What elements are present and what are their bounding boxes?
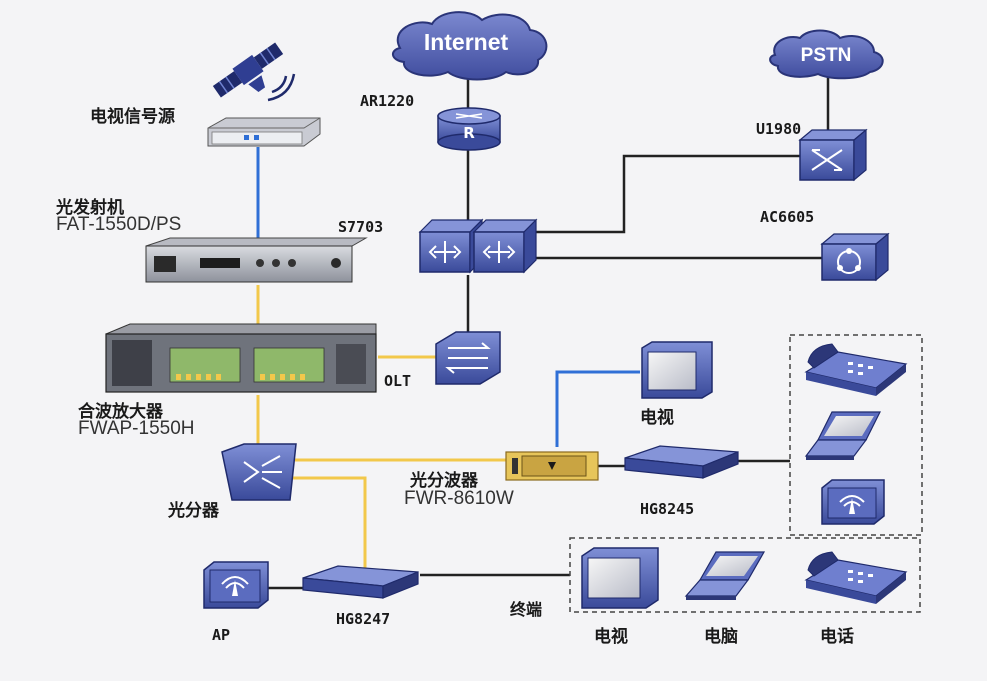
tv-top-device — [641, 341, 713, 399]
signal-waves-icon — [267, 73, 296, 102]
laptop-bottom-device — [684, 551, 766, 600]
hg8247-label: HG8247 — [336, 610, 391, 628]
ap-label: AP — [212, 626, 231, 644]
amplifier-model-label: FWAP-1550H — [78, 418, 195, 439]
optical-transmitter-device — [145, 237, 368, 283]
u1980-label: U1980 — [756, 120, 802, 138]
links — [256, 62, 830, 590]
s7703-label: S7703 — [338, 218, 384, 236]
hg8247-device — [302, 565, 419, 599]
optical-splitter-device — [221, 443, 297, 501]
tv-bottom-device — [581, 547, 659, 609]
tv-top-label: 电视 — [640, 408, 674, 428]
pstn-label: PSTN — [801, 45, 852, 66]
ac6605-device — [820, 232, 890, 282]
olt-label: OLT — [384, 372, 412, 390]
phone-bottom-device — [804, 551, 908, 604]
ac6605-label: AC6605 — [760, 208, 815, 226]
splitter-label: 光分器 — [168, 501, 219, 521]
tv-source-label: 电视信号源 — [90, 107, 175, 127]
terminal-label: 终端 — [510, 600, 543, 619]
internet-label: Internet — [424, 29, 509, 55]
link-wdm-tv — [555, 370, 640, 447]
wdm-label: 光分波器 — [410, 471, 478, 491]
tv-bottom-label: 电视 — [594, 627, 628, 647]
amplifier-device — [105, 323, 377, 393]
laptop-group1-icon — [804, 411, 881, 460]
olt-device — [435, 331, 501, 385]
ap-device — [203, 561, 269, 609]
phone-group1-icon — [804, 343, 908, 396]
wdm-device — [505, 451, 599, 481]
ap-group1-icon — [821, 479, 885, 525]
transmitter-label: 光发射机 — [56, 198, 124, 218]
link-s7703-u1980 — [535, 154, 800, 234]
internet-cloud: Internet — [392, 11, 548, 81]
u1980-device — [798, 128, 868, 182]
tv-signal-source-device — [207, 117, 321, 147]
transmitter-model-label: FAT-1550D/PS — [56, 214, 182, 235]
router-mark: R — [463, 124, 475, 142]
satellite-icon — [212, 42, 284, 98]
ar1220-label: AR1220 — [360, 92, 415, 110]
pc-bottom-label: 电脑 — [704, 627, 738, 647]
wdm-model-label: FWR-8610W — [404, 488, 514, 509]
router-ar1220-device: R — [437, 107, 501, 151]
switch-s7703-device — [418, 218, 538, 274]
hg8245-label: HG8245 — [640, 500, 695, 518]
pstn-cloud: PSTN — [769, 29, 884, 80]
hg8245-terminal-group — [789, 334, 923, 536]
link-splitter-hg8247 — [293, 476, 367, 570]
hg8245-device — [624, 445, 739, 479]
amplifier-label: 合波放大器 — [78, 402, 163, 422]
phone-bottom-label: 电话 — [820, 627, 854, 647]
hg8247-terminal-group — [569, 537, 921, 613]
